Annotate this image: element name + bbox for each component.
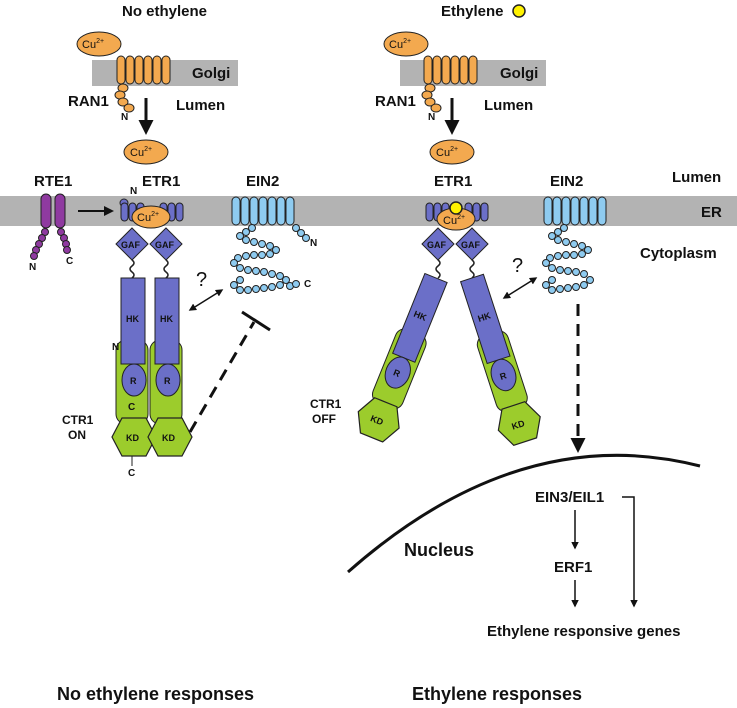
r-label-right-b: R (498, 370, 508, 382)
svg-text:Cu2+: Cu2+ (389, 38, 411, 51)
receptor-arm-right-a: HK R KD (357, 272, 448, 443)
ein3-to-genes-arrow (622, 496, 638, 608)
etr1-n-terminus: N (130, 186, 137, 197)
ctr1-c-terminus-b: C (128, 468, 135, 479)
copper-ion-golgi-right: Cu2+ (383, 31, 429, 57)
inhibition-bar-left (241, 310, 271, 332)
golgi-lumen-label-right: Lumen (484, 97, 533, 114)
ein3-eil1-label: EIN3/EIL1 (535, 489, 604, 506)
rte1-n-terminus: N (29, 262, 36, 273)
ein2-n-terminus-left: N (310, 238, 317, 249)
copper-ion-etr1-right: Cu2+ (436, 207, 476, 231)
svg-text:Cu2+: Cu2+ (82, 38, 104, 51)
ctr1-n-terminus: N (112, 342, 119, 353)
kd-domain-left-b (147, 417, 193, 457)
ethylene-bound-icon (449, 201, 463, 215)
rte1-c-terminus: C (66, 256, 73, 267)
ein2-label-right: EIN2 (550, 173, 583, 190)
copper-ion-etr1-left: Cu2+ (131, 205, 171, 229)
linker-right-a (435, 259, 441, 279)
copper-ion-er-right: Cu2+ (429, 139, 475, 165)
gaf-label-right-a: GAF (427, 240, 447, 250)
svg-text:Cu2+: Cu2+ (130, 146, 152, 159)
ctr1-on-label-line2: ON (68, 428, 86, 442)
svg-text:Cu2+: Cu2+ (137, 211, 159, 224)
ein2-label-left: EIN2 (246, 173, 279, 190)
ran1-transporter-right (421, 55, 478, 113)
linker-left-a (129, 259, 135, 279)
kd-domain-left-a (111, 417, 157, 457)
copper-ion-er-left: Cu2+ (123, 139, 169, 165)
compartment-lumen: Lumen (672, 169, 721, 186)
title-ethylene: Ethylene (441, 3, 504, 20)
interaction-arrow-left (188, 289, 224, 311)
response-no-ethylene: No ethylene responses (57, 684, 254, 704)
ran1-transporter-left (114, 55, 171, 113)
receptor-arm-right-b: HK R KD (459, 273, 541, 446)
gaf-label-left-b: GAF (155, 240, 175, 250)
hk-domain-left-b (154, 277, 180, 365)
svg-text:Cu2+: Cu2+ (443, 214, 465, 227)
ethylene-molecule-icon (512, 4, 526, 18)
hk-domain-left-a (120, 277, 146, 365)
golgi-label-right: Golgi (500, 65, 538, 82)
ethylene-responsive-genes-label: Ethylene responsive genes (487, 623, 680, 640)
ein2-protein-left (230, 196, 310, 294)
rte1-protein (30, 193, 71, 260)
copper-ion-golgi-left: Cu2+ (76, 31, 122, 57)
ctr1-off-label-line2: OFF (312, 412, 336, 426)
etr1-label-left: ETR1 (142, 173, 180, 190)
hk-label-right-a: HK (412, 309, 428, 323)
r-label-left-b: R (164, 376, 171, 386)
ctr1-on-label-line1: CTR1 (62, 413, 94, 427)
gaf-label-left-a: GAF (121, 240, 141, 250)
r-domain-right-a (384, 356, 411, 389)
ran1-n-terminus-left: N (121, 112, 128, 123)
kd-domain-right-a (357, 397, 400, 443)
golgi-lumen-label-left: Lumen (176, 97, 225, 114)
linker-right-b (469, 259, 475, 279)
question-mark-left: ? (196, 269, 207, 291)
nucleus-label: Nucleus (404, 540, 474, 560)
kd-label-right-b: KD (510, 418, 526, 432)
hk-label-left-b: HK (160, 314, 173, 324)
r-domain-right-b (490, 358, 517, 392)
ran1-n-terminus-right: N (428, 112, 435, 123)
ran1-label-left: RAN1 (68, 93, 109, 110)
ctr1-c-terminus-a: C (128, 402, 135, 413)
kd-domain-right-b (497, 401, 541, 446)
response-ethylene: Ethylene responses (412, 684, 582, 704)
svg-text:Cu2+: Cu2+ (436, 146, 458, 159)
r-domain-left-b (155, 363, 181, 397)
kd-label-left-b: KD (162, 433, 175, 443)
ctr1-off-label-line1: CTR1 (310, 397, 342, 411)
hk-label-left-a: HK (126, 314, 139, 324)
ein2-protein-right (542, 196, 607, 294)
hk-label-right-b: HK (476, 310, 492, 324)
compartment-er: ER (701, 204, 722, 221)
r-label-right-a: R (392, 367, 402, 379)
compartment-cytoplasm: Cytoplasm (640, 245, 717, 262)
linker-left-b (163, 259, 169, 279)
rte1-label: RTE1 (34, 173, 72, 190)
question-mark-right: ? (512, 255, 523, 277)
erf1-label: ERF1 (554, 559, 592, 576)
nuclear-envelope (347, 453, 701, 574)
kd-label-left-a: KD (126, 433, 139, 443)
interaction-arrow-right (502, 277, 538, 299)
inhibition-line-left (188, 321, 256, 433)
ein2-c-terminus-left: C (304, 279, 311, 290)
r-domain-left-a (121, 363, 147, 397)
kd-label-right-a: KD (369, 413, 385, 427)
ran1-label-right: RAN1 (375, 93, 416, 110)
etr1-label-right: ETR1 (434, 173, 472, 190)
gaf-label-right-b: GAF (461, 240, 481, 250)
r-label-left-a: R (130, 376, 137, 386)
golgi-label-left: Golgi (192, 65, 230, 82)
title-no-ethylene: No ethylene (122, 3, 207, 20)
